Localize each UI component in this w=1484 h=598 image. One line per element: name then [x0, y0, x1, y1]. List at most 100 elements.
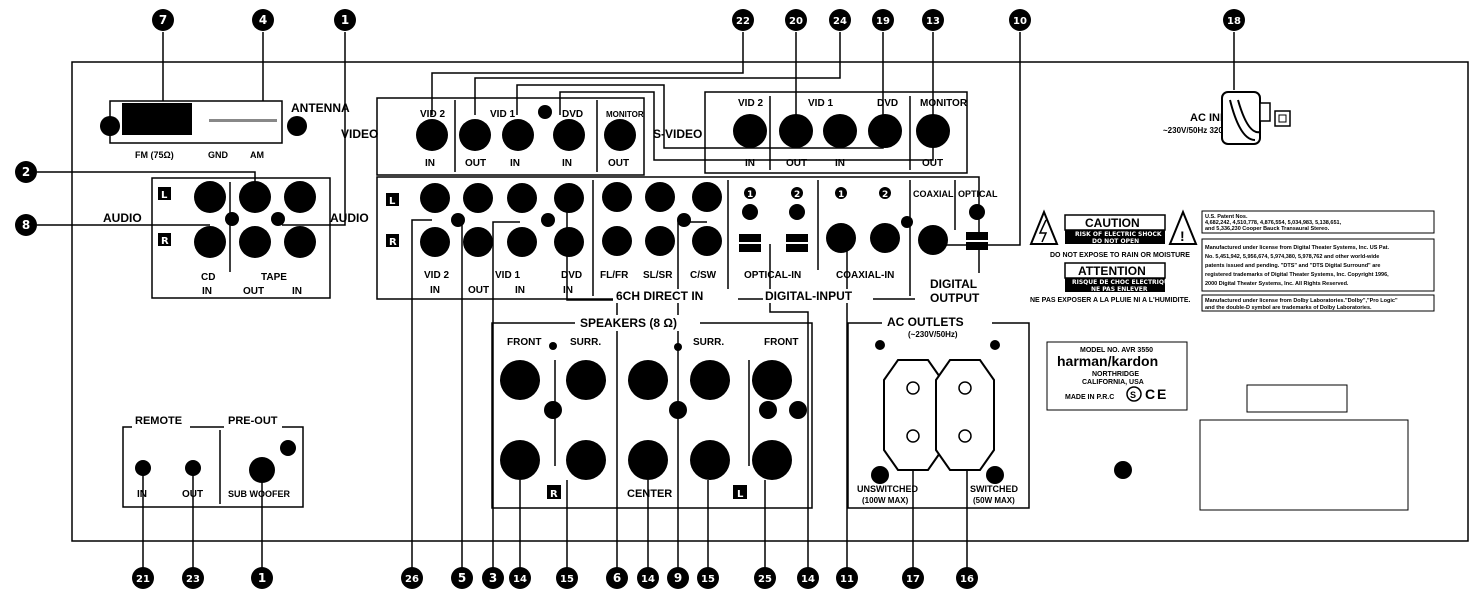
speaker-surr-right-positive[interactable]: [566, 360, 606, 400]
svg-text:OUT: OUT: [922, 158, 943, 169]
svideo-dvd-in-jack[interactable]: [868, 114, 902, 148]
tape-out-jack-l[interactable]: [239, 181, 271, 213]
cd-in-jack-r[interactable]: [194, 226, 226, 258]
video-vid2-out-jack[interactable]: [459, 119, 491, 151]
audio-vid2-in-jack-l[interactable]: [420, 183, 450, 213]
audio-dvd-in-jack-r[interactable]: [554, 227, 584, 257]
audio-vid1-in-jack-r[interactable]: [507, 227, 537, 257]
speaker-front-right-positive[interactable]: [500, 360, 540, 400]
coaxial-in-1-jack[interactable]: [826, 223, 856, 253]
chassis-outline: [71, 61, 1469, 542]
callout-badge: [872, 9, 894, 31]
svg-text:CENTER: CENTER: [627, 488, 672, 500]
svg-text:SUB WOOFER: SUB WOOFER: [228, 489, 290, 499]
svg-text:OPTICAL: OPTICAL: [958, 189, 998, 199]
svg-text:and 5,336,230 Cooper Bauck Tra: and 5,336,230 Cooper Bauck Transaural St…: [1205, 226, 1330, 232]
six-ch-c-jack[interactable]: [692, 182, 722, 212]
svg-text:U.S. Patent Nos.: U.S. Patent Nos.: [1205, 214, 1248, 220]
callout-badge: [785, 9, 807, 31]
svg-text:ATTENTION: ATTENTION: [1078, 264, 1146, 278]
speaker-front-left-positive[interactable]: [752, 360, 792, 400]
speaker-center-negative[interactable]: [628, 440, 668, 480]
tape-in-jack-r[interactable]: [284, 226, 316, 258]
svg-text:OUTPUT: OUTPUT: [930, 291, 980, 305]
speaker-surr-right-negative[interactable]: [566, 440, 606, 480]
lightning-warning-icon: [1029, 209, 1059, 245]
speaker-surr-left-positive[interactable]: [690, 360, 730, 400]
speaker-front-right-negative[interactable]: [500, 440, 540, 480]
svg-text:L: L: [737, 489, 744, 500]
coaxial-in-2-jack[interactable]: [870, 223, 900, 253]
callout-badge: [956, 567, 978, 589]
ground-screw: [541, 213, 555, 227]
video-vid2-in-jack[interactable]: [416, 119, 448, 151]
cd-in-jack-l[interactable]: [194, 181, 226, 213]
video-dvd-in-jack[interactable]: [553, 119, 585, 151]
ac-input-socket[interactable]: [1221, 91, 1261, 145]
ground-screw: [677, 213, 691, 227]
six-ch-sr-jack[interactable]: [645, 226, 675, 256]
svg-text:2000 Digital Theater Systems,: 2000 Digital Theater Systems, Inc. All R…: [1205, 281, 1349, 287]
svg-text:patents issued and pending. "D: patents issued and pending. "DTS" and "D…: [1205, 263, 1380, 269]
callout-badge: [1223, 9, 1245, 31]
unswitched-outlet[interactable]: [883, 359, 943, 471]
tape-in-jack-l[interactable]: [284, 181, 316, 213]
svideo-vid1-in-jack[interactable]: [823, 114, 857, 148]
ground-screw: [674, 343, 682, 351]
double-insulation-icon: [1274, 110, 1291, 127]
digital-input-title: DIGITAL-INPUT: [765, 289, 853, 303]
speaker-front-left-negative[interactable]: [752, 440, 792, 480]
antenna-right-terminal[interactable]: [287, 116, 307, 136]
switched-outlet[interactable]: [935, 359, 995, 471]
svg-text:NE PAS EXPOSER A LA PLUIE NI A: NE PAS EXPOSER A LA PLUIE NI A L'HUMIDIT…: [1030, 297, 1191, 304]
audio-dvd-in-jack-l[interactable]: [554, 183, 584, 213]
six-ch-sw-jack[interactable]: [692, 226, 722, 256]
optical-in-1-dust-cap: [742, 204, 758, 220]
speaker-surr-left-negative[interactable]: [690, 440, 730, 480]
svg-text:R: R: [161, 236, 169, 247]
subwoofer-out-jack[interactable]: [249, 457, 275, 483]
svg-text:IN: IN: [430, 285, 440, 296]
speaker-center-positive[interactable]: [628, 360, 668, 400]
callout-badge: [836, 567, 858, 589]
svg-text:OUT: OUT: [468, 285, 489, 296]
six-ch-fr-jack[interactable]: [602, 226, 632, 256]
remote-in-jack[interactable]: [135, 460, 151, 476]
callout-number: 1: [341, 13, 349, 27]
antenna-left-terminal[interactable]: [100, 116, 120, 136]
ground-screw: [225, 212, 239, 226]
ground-screw: [538, 105, 552, 119]
remote-out-jack[interactable]: [185, 460, 201, 476]
svg-text:COAXIAL-IN: COAXIAL-IN: [836, 270, 894, 281]
audio-vid2-in-jack-r[interactable]: [420, 227, 450, 257]
svg-text:IN: IN: [510, 158, 520, 169]
svideo-vid2-out-jack[interactable]: [779, 114, 813, 148]
callout-number: 8: [22, 218, 30, 232]
video-monitor-out-jack[interactable]: [604, 119, 636, 151]
coaxial-out-jack[interactable]: [918, 225, 948, 255]
blank-label-plate: [1199, 419, 1409, 511]
svg-text:NE PAS ENLEVER: NE PAS ENLEVER: [1091, 286, 1148, 293]
callout-badge: [902, 567, 924, 589]
svg-text:VID 2: VID 2: [420, 109, 445, 120]
six-ch-sl-jack[interactable]: [645, 182, 675, 212]
audio-vid1-in-jack-l[interactable]: [507, 183, 537, 213]
svideo-monitor-out-jack[interactable]: [916, 114, 950, 148]
callout-number: 2: [22, 165, 30, 179]
svideo-title: S-VIDEO: [653, 127, 702, 141]
callout-number: 13: [926, 16, 940, 27]
video-vid1-in-jack[interactable]: [502, 119, 534, 151]
antenna-title: ANTENNA: [291, 101, 350, 115]
tape-out-jack-r[interactable]: [239, 226, 271, 258]
svg-text:IN: IN: [563, 285, 573, 296]
callout-badge: [606, 567, 628, 589]
audio-vid2-out-jack-r[interactable]: [463, 227, 493, 257]
callout-number: 24: [833, 16, 847, 27]
svg-text:OUT: OUT: [243, 286, 264, 297]
svg-text:VID 2: VID 2: [424, 270, 449, 281]
callout-number: 3: [489, 571, 497, 585]
six-ch-fl-jack[interactable]: [602, 182, 632, 212]
svideo-vid2-in-jack[interactable]: [733, 114, 767, 148]
audio-digital-section: AUDIO L R VID 2 IN VID 1 OUT IN DVD IN F…: [330, 176, 998, 307]
audio-vid2-out-jack-l[interactable]: [463, 183, 493, 213]
